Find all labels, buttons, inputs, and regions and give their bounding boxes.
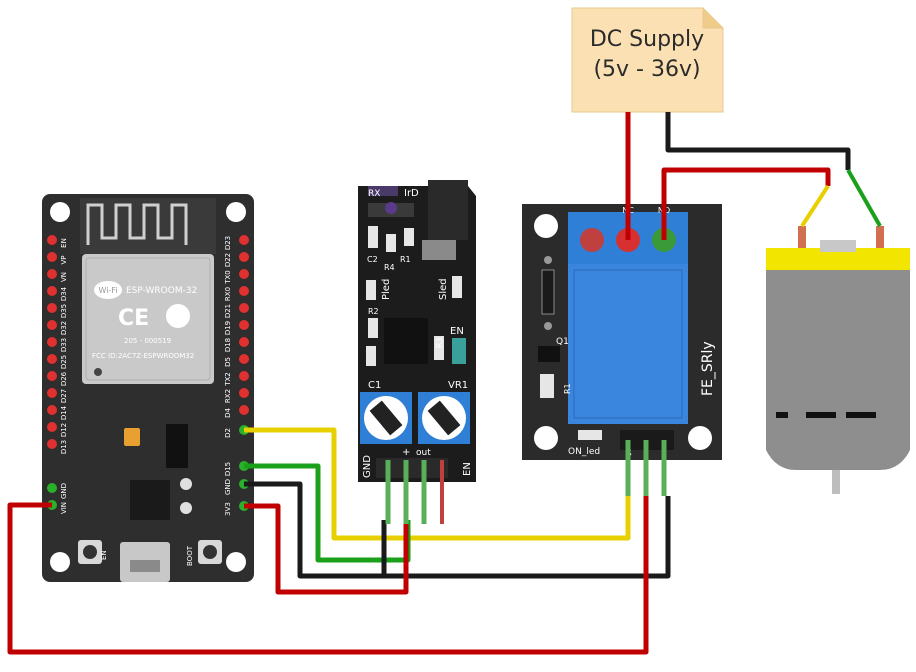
svg-text:CE: CE xyxy=(118,306,149,331)
module-rcode: 205 - 000519 xyxy=(124,337,171,345)
wire-supply-ground xyxy=(665,112,851,170)
pin-label: TX2 xyxy=(224,372,232,387)
pin-label: D12 xyxy=(60,423,68,437)
usb-chip xyxy=(130,480,170,520)
pin-label: D19 xyxy=(224,321,232,335)
ir-vr1-label: VR1 xyxy=(448,380,468,391)
ir-c2-label: C2 xyxy=(367,255,378,264)
regulator xyxy=(166,424,188,468)
pin-label: RX2 xyxy=(224,389,232,403)
ir-chip xyxy=(384,318,428,364)
ir-r1-label: R1 xyxy=(400,255,411,264)
wire-relay-to-motor xyxy=(661,167,831,240)
pin-label: D33 xyxy=(60,338,68,352)
en-button-label: EN xyxy=(100,550,108,560)
pin-label: D5 xyxy=(224,357,232,367)
pin-label: D25 xyxy=(60,355,68,369)
relay-module: NC NO FE_SRly Q1 R1 ON_led S xyxy=(522,204,722,460)
relay-q1-label: Q1 xyxy=(556,337,569,347)
ir-plus-label: + xyxy=(402,447,410,458)
ir-out-label: out xyxy=(416,448,431,458)
ir-r4-label: R4 xyxy=(384,263,395,272)
relay-on-led-label: ON_led xyxy=(568,447,600,457)
pin-label: D22 xyxy=(224,253,232,267)
ir-rx-label: RX xyxy=(368,189,380,199)
pin-label: TX0 xyxy=(224,270,232,285)
pin-label: D21 xyxy=(224,304,232,318)
pin-label: D15 xyxy=(224,462,232,476)
ir-sled-label: Sled xyxy=(438,278,449,300)
pin-label: D32 xyxy=(60,321,68,335)
pin-label: RX0 xyxy=(224,287,232,301)
ir-sensor-module: RX IrD C2 R4 R1 Pled Sled R2 R3 EN C1 VR… xyxy=(358,180,476,482)
relay-body xyxy=(568,264,688,424)
ir-c1-label: C1 xyxy=(368,380,381,391)
boot-button-label: BOOT xyxy=(186,545,194,566)
wire-motor-green xyxy=(846,169,882,227)
supply-range: (5v - 36v) xyxy=(593,57,700,82)
relay-r1-label: R1 xyxy=(563,383,572,394)
potentiometer-icon[interactable] xyxy=(418,392,470,444)
pin-label: VN xyxy=(60,272,68,282)
pin-label: D27 xyxy=(60,389,68,403)
supply-title: DC Supply xyxy=(590,27,704,52)
module-name: ESP-WROOM-32 xyxy=(126,286,197,296)
wire-vin-relay-vcc xyxy=(7,496,649,655)
esp32-board: Wi-Fi ESP-WROOM-32 CE 205 - 000519 FCC I… xyxy=(42,194,254,582)
pin-label: D14 xyxy=(60,405,68,420)
motor-icon xyxy=(766,226,910,494)
wire-motor-yellow xyxy=(800,184,830,228)
pin-label: D35 xyxy=(60,304,68,318)
ir-en-label: EN xyxy=(450,326,464,337)
pin-label: D34 xyxy=(60,286,68,301)
pin-label: GND xyxy=(60,483,68,499)
wire-d4-signal xyxy=(244,427,631,541)
capacitor xyxy=(124,428,140,446)
ir-r3-label: R3 xyxy=(435,337,444,348)
svg-text:Wi-Fi: Wi-Fi xyxy=(98,286,117,295)
pin-label: 3V3 xyxy=(224,502,232,516)
ir-gnd-label: GND xyxy=(362,455,373,478)
pin-label: GND xyxy=(224,479,232,495)
wire-3v3-ir-vcc xyxy=(244,503,409,595)
wire-gnd xyxy=(244,481,671,579)
pin-label: VP xyxy=(60,255,68,264)
potentiometer-icon[interactable] xyxy=(360,392,412,444)
pin-label: D23 xyxy=(224,236,232,250)
pin-label: D13 xyxy=(60,440,68,454)
ce-mark-icon: CE xyxy=(118,304,190,331)
ir-pled-label: Pled xyxy=(381,279,392,300)
pin-label: D18 xyxy=(224,338,232,352)
ir-r2-label: R2 xyxy=(368,307,379,316)
pin-label: EN xyxy=(60,238,68,248)
module-fcc: FCC ID:2AC7Z-ESPWROOM32 xyxy=(92,352,194,360)
ir-en-pin-label: EN xyxy=(462,462,473,476)
en-button[interactable] xyxy=(78,540,102,564)
ir-ird-label: IrD xyxy=(404,188,419,199)
wifi-icon: Wi-Fi xyxy=(94,281,122,299)
dc-supply-note: DC Supply (5v - 36v) xyxy=(571,7,724,113)
pin-label: D2 xyxy=(224,428,232,438)
wires xyxy=(7,112,882,655)
pin-label: VIN xyxy=(60,502,68,514)
pin-label: D26 xyxy=(60,371,68,386)
boot-button[interactable] xyxy=(198,540,222,564)
pin-label: D4 xyxy=(224,408,232,418)
esp32-right-pins xyxy=(239,235,249,511)
relay-name: FE_SRly xyxy=(700,341,716,396)
